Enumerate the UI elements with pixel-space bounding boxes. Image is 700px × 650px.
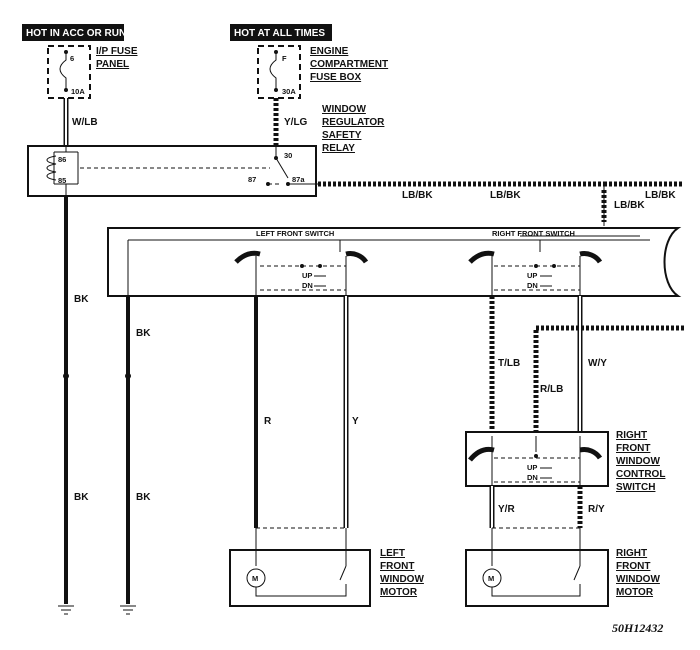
svg-text:LEFT FRONT SWITCH: LEFT FRONT SWITCH <box>256 229 334 238</box>
wire-label-lb-bk-3: LB/BK <box>645 190 676 201</box>
svg-text:DN: DN <box>527 281 538 290</box>
wire-label-lb-bk-4: LB/BK <box>614 200 645 211</box>
wire-label-r: R <box>264 416 272 427</box>
svg-text:RIGHT FRONT SWITCH: RIGHT FRONT SWITCH <box>492 229 575 238</box>
relay-title-2: REGULATOR <box>322 117 385 128</box>
relay-title-4: RELAY <box>322 143 355 154</box>
wire-label-bk-3: BK <box>136 328 151 339</box>
wire-label-lb-bk-1: LB/BK <box>402 190 433 201</box>
rf-motor-title-2: FRONT <box>616 561 650 572</box>
right-front-window-control-switch: UP DN <box>465 431 609 487</box>
svg-text:6: 6 <box>70 54 74 63</box>
svg-text:30A: 30A <box>282 87 296 96</box>
svg-text:M: M <box>488 574 494 583</box>
engine-fuse-title-3: FUSE BOX <box>310 72 361 83</box>
wire-label-bk-2: BK <box>74 492 89 503</box>
ip-fuse-title: I/P FUSE <box>96 46 138 57</box>
relay-title-3: SAFETY <box>322 130 362 141</box>
rf-control-title-3: WINDOW <box>616 456 660 467</box>
wire-label-bk-4: BK <box>136 492 151 503</box>
ip-fuse-title-2: PANEL <box>96 59 129 70</box>
lf-motor-title-2: FRONT <box>380 561 414 572</box>
header-hot-acc-run: HOT IN ACC OR RUN <box>22 24 126 41</box>
wire-label-w-y: W/Y <box>588 358 607 369</box>
wire-label-y: Y <box>352 416 359 427</box>
ground-symbol-2 <box>120 605 136 615</box>
wire-label-y-r: Y/R <box>498 504 515 515</box>
right-front-window-motor: M <box>465 528 609 607</box>
svg-text:UP: UP <box>527 271 537 280</box>
wire-label-lb-bk-2: LB/BK <box>490 190 521 201</box>
engine-fuse: F 30A <box>257 45 301 99</box>
wire-label-w-lb: W/LB <box>72 117 98 128</box>
svg-text:87a: 87a <box>292 175 305 184</box>
svg-text:HOT IN ACC OR RUN: HOT IN ACC OR RUN <box>26 28 126 39</box>
svg-text:86: 86 <box>58 155 66 164</box>
svg-text:UP: UP <box>302 271 312 280</box>
svg-text:85: 85 <box>58 176 66 185</box>
ground-symbol-1 <box>58 605 74 615</box>
rf-motor-title-4: MOTOR <box>616 587 654 598</box>
wire-label-r-lb: R/LB <box>540 384 563 395</box>
svg-text:10A: 10A <box>71 87 85 96</box>
svg-text:87: 87 <box>248 175 256 184</box>
wire-label-r-y: R/Y <box>588 504 605 515</box>
svg-text:F: F <box>282 54 287 63</box>
lf-motor-title: LEFT <box>380 548 405 559</box>
wire-label-y-lg: Y/LG <box>284 117 308 128</box>
engine-fuse-title: ENGINE <box>310 46 349 57</box>
ip-fuse: 6 10A <box>47 45 91 99</box>
rf-control-title-5: SWITCH <box>616 482 655 493</box>
rf-control-title: RIGHT <box>616 430 647 441</box>
engine-fuse-title-2: COMPARTMENT <box>310 59 388 70</box>
rf-motor-title-3: WINDOW <box>616 574 660 585</box>
svg-text:UP: UP <box>527 463 537 472</box>
svg-text:DN: DN <box>527 473 538 482</box>
rf-control-title-2: FRONT <box>616 443 650 454</box>
header-hot-all-times: HOT AT ALL TIMES <box>230 24 332 41</box>
figure-id: 50H12432 <box>612 621 663 635</box>
svg-text:HOT AT ALL TIMES: HOT AT ALL TIMES <box>234 28 325 39</box>
wire-label-bk-1: BK <box>74 294 89 305</box>
left-front-window-motor: M <box>229 528 371 607</box>
wire-label-t-lb: T/LB <box>498 358 520 369</box>
rf-control-title-4: CONTROL <box>616 469 665 480</box>
master-switch-panel: LEFT FRONT SWITCH RIGHT FRONT SWITCH UP … <box>107 227 682 297</box>
relay-title: WINDOW <box>322 104 366 115</box>
rf-motor-title: RIGHT <box>616 548 647 559</box>
window-regulator-safety-relay: 86 85 30 87 87a <box>27 145 318 197</box>
svg-text:M: M <box>252 574 258 583</box>
svg-text:DN: DN <box>302 281 313 290</box>
lf-motor-title-3: WINDOW <box>380 574 424 585</box>
lf-motor-title-4: MOTOR <box>380 587 418 598</box>
svg-text:30: 30 <box>284 151 292 160</box>
